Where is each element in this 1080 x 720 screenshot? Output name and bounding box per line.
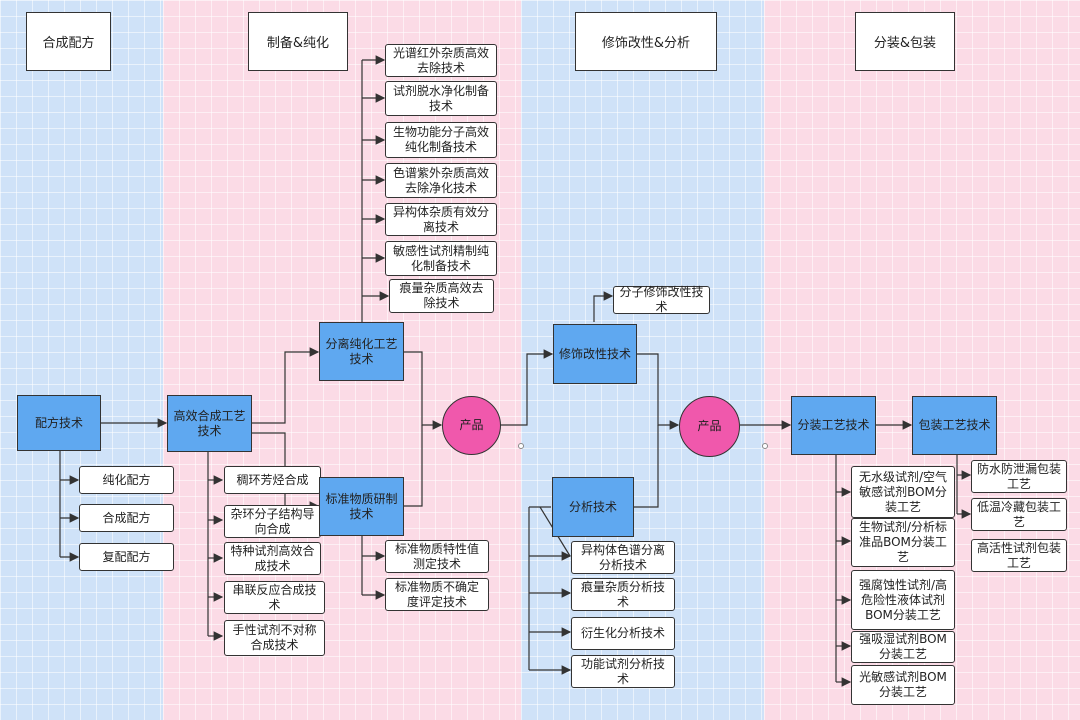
node-cold-storage-packaging[interactable]: 低温冷藏包装工艺: [971, 498, 1067, 531]
lane-header-modification-analysis: 修饰改性&分析: [575, 12, 717, 71]
lane-header-packaging: 分装&包装: [855, 12, 955, 71]
node-functional-reagent-analysis[interactable]: 功能试剂分析技术: [571, 655, 675, 688]
node-formula-tech[interactable]: 配方技术: [17, 395, 101, 451]
node-trace-impurity-analysis[interactable]: 痕量杂质分析技术: [571, 578, 675, 611]
node-dispensing[interactable]: 分装工艺技术: [791, 396, 876, 455]
node-isomer-chromatography-analysis[interactable]: 异构体色谱分离分析技术: [571, 541, 675, 574]
node-heterocycle-synthesis[interactable]: 杂环分子结构导向合成: [224, 505, 321, 538]
node-trace-impurity-removal[interactable]: 痕量杂质高效去除技术: [389, 279, 494, 313]
node-analysis[interactable]: 分析技术: [552, 477, 634, 537]
node-rm-characterization[interactable]: 标准物质特性值测定技术: [385, 540, 489, 573]
lane-synthesis-formula: [0, 0, 163, 720]
node-waterproof-packaging[interactable]: 防水防泄漏包装工艺: [971, 460, 1067, 493]
node-uv-impurity-removal[interactable]: 色谱紫外杂质高效去除净化技术: [385, 163, 497, 198]
connection-point: [762, 443, 768, 449]
node-packaging[interactable]: 包装工艺技术: [912, 396, 997, 455]
node-biomolecule-purification[interactable]: 生物功能分子高效纯化制备技术: [385, 122, 497, 158]
node-sensitive-reagent-refining[interactable]: 敏感性试剂精制纯化制备技术: [385, 241, 497, 276]
connection-point: [518, 443, 524, 449]
node-separation-purification[interactable]: 分离纯化工艺技术: [319, 322, 404, 381]
node-photosensitive-dispensing[interactable]: 光敏感试剂BOM分装工艺: [851, 665, 955, 705]
node-chiral-asymmetric-synthesis[interactable]: 手性试剂不对称合成技术: [224, 620, 325, 656]
node-compound-formula[interactable]: 复配配方: [79, 543, 174, 571]
node-purification-formula[interactable]: 纯化配方: [79, 466, 174, 494]
node-derivatization-analysis[interactable]: 衍生化分析技术: [571, 617, 675, 650]
node-dehydration-purification[interactable]: 试剂脱水净化制备技术: [385, 81, 497, 116]
node-bio-standard-dispensing[interactable]: 生物试剂/分析标准品BOM分装工艺: [851, 518, 955, 567]
node-tandem-reaction-synthesis[interactable]: 串联反应合成技术: [224, 581, 325, 614]
node-anhydrous-dispensing[interactable]: 无水级试剂/空气敏感试剂BOM分装工艺: [851, 466, 955, 518]
node-ir-impurity-removal[interactable]: 光谱红外杂质高效去除技术: [385, 44, 497, 77]
node-rm-uncertainty[interactable]: 标准物质不确定度评定技术: [385, 578, 489, 611]
node-reference-material[interactable]: 标准物质研制技术: [319, 477, 404, 536]
node-isomer-separation[interactable]: 异构体杂质有效分离技术: [385, 203, 497, 236]
node-high-activity-packaging[interactable]: 高活性试剂包装工艺: [971, 539, 1067, 572]
node-hygroscopic-dispensing[interactable]: 强吸湿试剂BOM分装工艺: [851, 631, 955, 663]
node-modification[interactable]: 修饰改性技术: [553, 324, 637, 384]
node-fused-ring-synthesis[interactable]: 稠环芳烃合成: [224, 466, 321, 494]
node-special-reagent-synthesis[interactable]: 特种试剂高效合成技术: [224, 542, 321, 575]
node-product-1[interactable]: 产品: [442, 396, 501, 455]
lane-header-preparation-purification: 制备&纯化: [248, 12, 348, 71]
node-molecular-modification[interactable]: 分子修饰改性技术: [613, 285, 710, 314]
node-efficient-synthesis[interactable]: 高效合成工艺技术: [167, 395, 252, 452]
lane-header-synthesis-formula: 合成配方: [26, 12, 111, 71]
node-product-2[interactable]: 产品: [679, 396, 740, 457]
node-synthesis-formula[interactable]: 合成配方: [79, 504, 174, 532]
node-corrosive-dispensing[interactable]: 强腐蚀性试剂/高危险性液体试剂BOM分装工艺: [851, 570, 955, 630]
